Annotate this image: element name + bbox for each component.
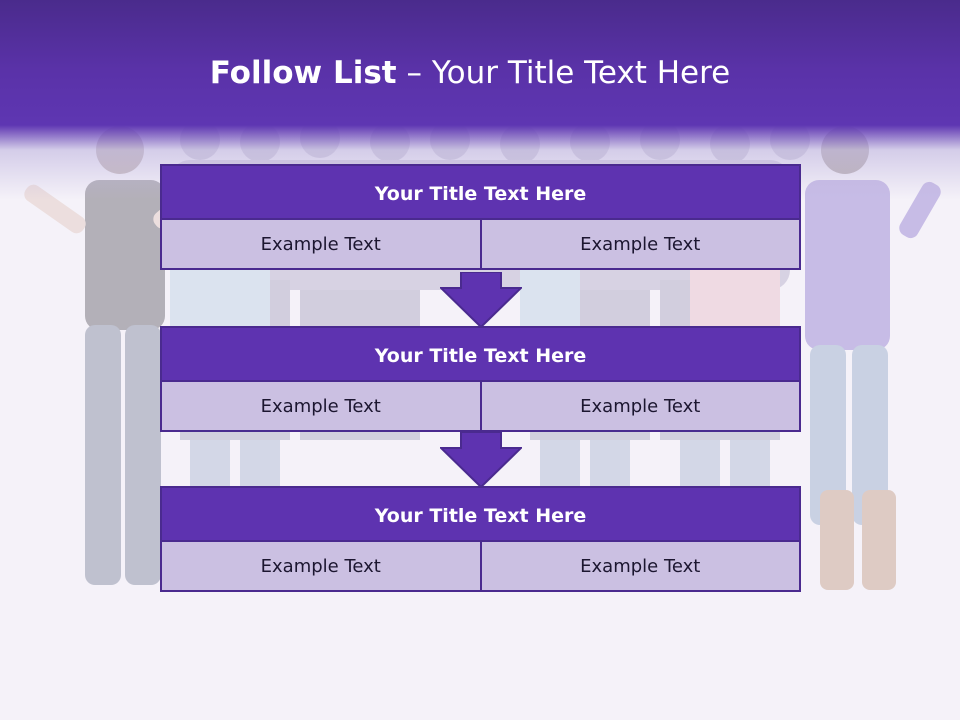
down-arrow-icon	[440, 272, 522, 328]
step-title: Your Title Text Here	[160, 486, 801, 542]
step-cell: Example Text	[160, 542, 482, 592]
flow-step: Your Title Text Here Example Text Exampl…	[160, 486, 801, 592]
step-cell: Example Text	[160, 382, 482, 432]
step-row: Example Text Example Text	[160, 382, 801, 432]
slide-title: Follow List – Your Title Text Here	[0, 55, 940, 91]
down-arrow-icon	[440, 432, 522, 488]
flow-step: Your Title Text Here Example Text Exampl…	[160, 164, 801, 270]
slide-title-rest: – Your Title Text Here	[396, 55, 731, 91]
step-cell: Example Text	[479, 382, 801, 432]
step-title: Your Title Text Here	[160, 326, 801, 382]
step-cell: Example Text	[479, 220, 801, 270]
step-cell: Example Text	[479, 542, 801, 592]
step-row: Example Text Example Text	[160, 220, 801, 270]
flow-step: Your Title Text Here Example Text Exampl…	[160, 326, 801, 432]
step-cell: Example Text	[160, 220, 482, 270]
step-title: Your Title Text Here	[160, 164, 801, 220]
step-row: Example Text Example Text	[160, 542, 801, 592]
slide-title-bold: Follow List	[209, 55, 397, 91]
